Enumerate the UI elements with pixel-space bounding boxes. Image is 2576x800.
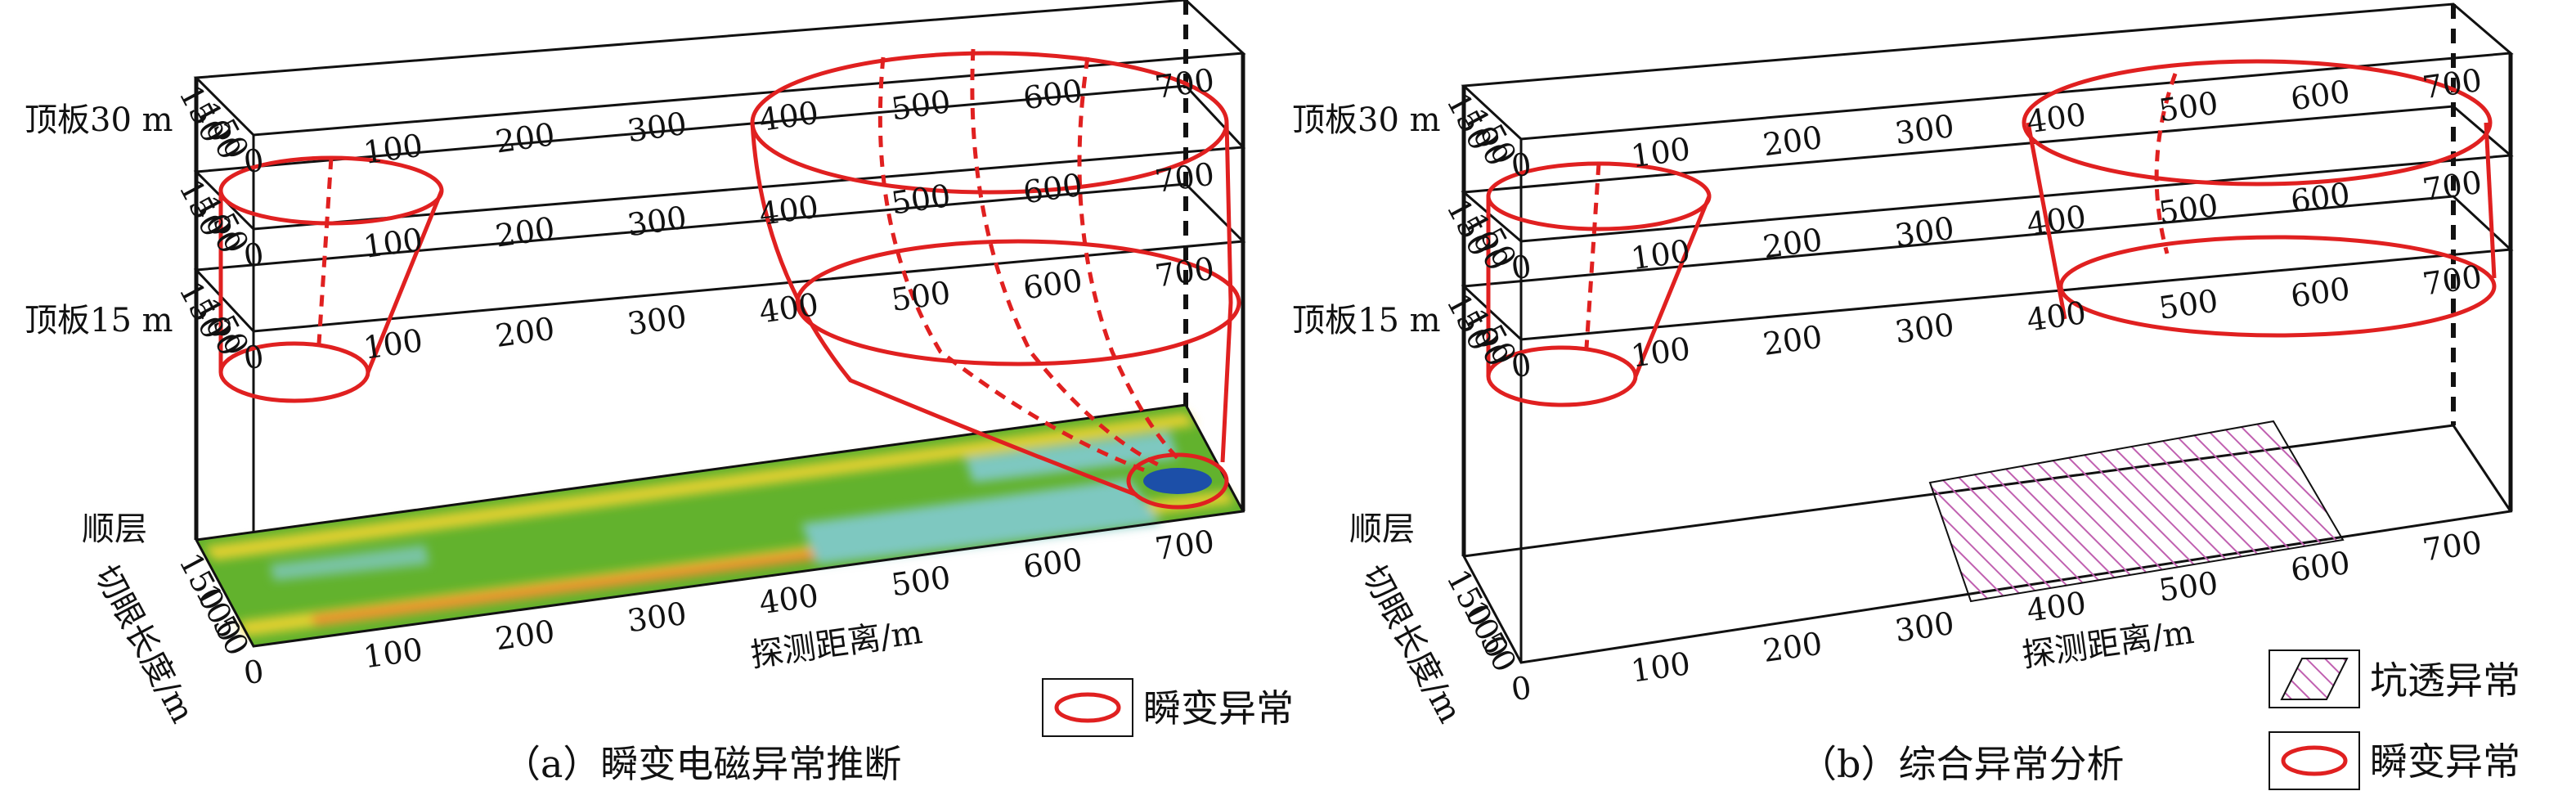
x-tick-label: 100 — [1629, 645, 1693, 690]
panel-a-frame — [193, 0, 1246, 646]
x-tick-label: 100 — [1629, 131, 1693, 175]
x-tick-label: 300 — [625, 200, 689, 244]
panel-b: 顶板30 m 顶板15 m 顺层 0 100 200 300 400 500 600 700 5… — [1292, 2, 2520, 790]
level-label-roof30: 顶板30 m — [25, 101, 173, 139]
x-tick-label: 700 — [1153, 250, 1217, 294]
x-tick-label: 500 — [2156, 85, 2220, 129]
legend-red-ellipse-icon — [1054, 692, 1121, 723]
x-tick-label: 100 — [361, 127, 425, 171]
x-tick-label: 300 — [1892, 605, 1956, 649]
x-tick-label: 200 — [1761, 625, 1824, 669]
level-label-roof30: 顶板30 m — [1292, 101, 1441, 139]
level-label-roof15: 顶板15 m — [25, 302, 173, 339]
x-tick-label: 600 — [2288, 74, 2352, 118]
x-tick-label: 400 — [757, 94, 821, 138]
anomaly-large-top — [2022, 59, 2493, 187]
panel-a: 顶板30 m 顶板15 m 顺层 0 100 200 300 400 500 600 700 5… — [25, 0, 1294, 786]
x-tick-label: 0 — [241, 653, 266, 691]
x-tick-label: 600 — [1021, 73, 1084, 117]
x-tick-label: 500 — [889, 178, 953, 222]
legend-red-ellipse-icon — [2281, 745, 2348, 776]
x-tick-label: 500 — [889, 274, 953, 318]
x-tick-label: 600 — [2288, 271, 2352, 315]
anomaly-bottom-ring — [1126, 452, 1229, 510]
panel-a-contour-map — [196, 405, 1243, 646]
panel-b-transient-anomalies — [1486, 59, 2497, 407]
x-tick-label: 400 — [757, 286, 821, 330]
x-tick-label: 200 — [1761, 318, 1824, 362]
legend-transient-label: 瞬变异常 — [1143, 686, 1294, 730]
x-tick-label: 400 — [757, 578, 821, 622]
x-tick-label: 600 — [2288, 545, 2352, 589]
level-label-roof15: 顶板15 m — [1292, 302, 1441, 339]
x-tick-label: 300 — [625, 299, 689, 343]
x-tick-label: 700 — [2421, 524, 2484, 569]
x-tick-label: 600 — [1021, 263, 1084, 307]
x-tick-label: 300 — [625, 596, 689, 640]
x-tick-label: 200 — [1761, 119, 1824, 164]
legend-hatch-icon — [2280, 658, 2349, 700]
level-label-bedding: 顺层 — [1349, 510, 1415, 548]
panel-b-legend: 坑透异常 瞬变异常 — [2269, 649, 2520, 790]
x-tick-label: 600 — [1021, 167, 1084, 211]
x-tick-label: 100 — [361, 221, 425, 265]
x-tick-label: 500 — [2156, 564, 2220, 609]
x-tick-label: 700 — [2421, 164, 2484, 209]
panel-a-xlabel: 探测距离/m — [748, 613, 925, 675]
x-tick-label: 700 — [1153, 61, 1217, 106]
panel-a-map-outline — [194, 403, 1245, 648]
x-tick-label: 400 — [2025, 97, 2089, 141]
x-tick-label: 400 — [757, 188, 821, 232]
x-tick-label: 100 — [1629, 233, 1693, 277]
panel-b-frame — [1461, 2, 2514, 664]
x-tick-label: 600 — [1021, 542, 1084, 586]
x-tick-label: 200 — [493, 310, 557, 354]
x-tick-label: 700 — [2421, 258, 2484, 303]
x-tick-label: 0 — [1509, 669, 1533, 708]
x-tick-label: 200 — [1761, 222, 1824, 266]
x-tick-label: 700 — [1153, 524, 1217, 568]
x-tick-label: 400 — [2025, 294, 2089, 339]
legend-transient-label: 瞬变异常 — [2370, 739, 2520, 784]
x-tick-label: 700 — [2421, 62, 2484, 106]
panel-a-legend: 瞬变异常 — [1042, 678, 1294, 737]
x-tick-label: 700 — [1153, 155, 1217, 200]
panel-b-caption: （b）综合异常分析 — [1799, 742, 2124, 786]
pit-anomaly-region — [1928, 420, 2345, 603]
x-tick-label: 500 — [889, 83, 953, 128]
x-tick-label: 100 — [361, 322, 425, 366]
x-tick-label: 100 — [361, 631, 425, 676]
x-tick-label: 400 — [2025, 585, 2089, 629]
x-tick-label: 300 — [1892, 307, 1956, 351]
x-tick-label: 300 — [625, 106, 689, 150]
panel-a-caption: （a）瞬变电磁异常推断 — [503, 742, 901, 786]
x-tick-label: 200 — [493, 613, 557, 658]
x-tick-label: 300 — [1892, 108, 1956, 152]
x-tick-label: 600 — [2288, 176, 2352, 220]
x-tick-label: 500 — [2156, 282, 2220, 326]
level-label-bedding: 顺层 — [82, 510, 147, 548]
panel-a-transient-anomalies — [218, 48, 1241, 510]
x-tick-label: 300 — [1892, 210, 1956, 254]
x-tick-label: 400 — [2025, 199, 2089, 243]
x-tick-label: 500 — [889, 560, 953, 604]
legend-pit-label: 坑透异常 — [2370, 658, 2520, 703]
x-tick-label: 500 — [2156, 187, 2220, 231]
x-tick-label: 200 — [493, 210, 557, 254]
x-tick-label: 200 — [493, 116, 557, 160]
x-tick-label: 100 — [1629, 330, 1693, 375]
